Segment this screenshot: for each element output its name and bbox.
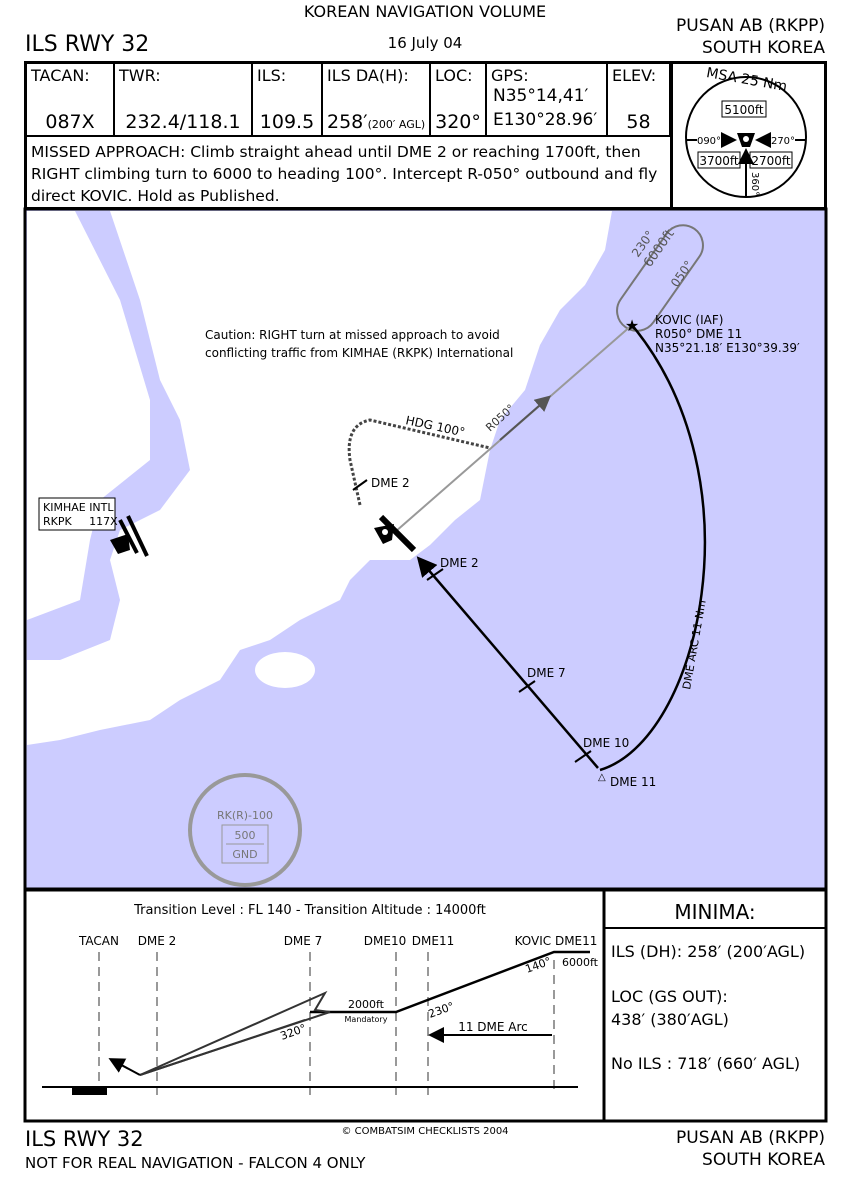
transition-text: Transition Level : FL 140 - Transition A… xyxy=(133,903,486,918)
fix-tacan: TACAN xyxy=(78,934,119,948)
plan-view-map: RK(R)-100 500 GND Caution: RIGHT turn at… xyxy=(23,207,828,891)
caution-line-2: conflicting traffic from KIMHAE (RKPK) I… xyxy=(205,346,513,360)
footer-country: SOUTH KOREA xyxy=(702,1150,825,1170)
restricted-top: 500 xyxy=(235,829,256,842)
label: TWR: xyxy=(119,66,161,85)
arc-label: 11 DME Arc xyxy=(458,1020,528,1034)
caution-line-1: Caution: RIGHT turn at missed approach t… xyxy=(205,328,500,342)
footer-procedure: ILS RWY 32 xyxy=(25,1127,144,1151)
info-panel: TACAN: 087X TWR: 232.4/118.1 ILS: 109.5 ILS… xyxy=(24,61,827,210)
island xyxy=(255,652,315,688)
footer-copyright: © COMBATSIM CHECKLISTS 2004 xyxy=(341,1126,509,1137)
minima-loc-value: 438′ (380′AGL) xyxy=(611,1010,729,1029)
msa-bearing-270: 270° xyxy=(771,136,795,147)
river xyxy=(27,211,190,660)
kovic-altitude: 6000ft xyxy=(562,956,599,969)
dme7-label: DME 7 xyxy=(527,666,566,680)
chart-date: 16 July 04 xyxy=(387,34,463,52)
volume-title: KOREAN NAVIGATION VOLUME xyxy=(303,2,547,21)
kovic-radial: R050° DME 11 xyxy=(655,327,742,341)
kovic-star-icon: ★ xyxy=(625,316,639,335)
kimhae-tacan: RKPK 117X xyxy=(43,515,118,528)
value: 109.5 xyxy=(259,111,315,133)
footer-airport: PUSAN AB (RKPP) xyxy=(676,1128,825,1148)
kovic-coords: N35°21.18′ E130°39.39′ xyxy=(655,341,800,355)
restricted-name: RK(R)-100 xyxy=(217,809,273,822)
msa-north: 5100ft xyxy=(724,103,764,117)
ils-da-cell: ILS DA(H): 258′(200′ AGL) xyxy=(323,64,431,135)
minima-ils: ILS (DH): 258′ (200′AGL) xyxy=(611,942,806,961)
kimhae-tacan-icon xyxy=(110,534,130,554)
dme2-missed-label: DME 2 xyxy=(371,476,410,490)
value: 232.4/118.1 xyxy=(125,111,241,133)
missed-approach-text: MISSED APPROACH: Climb straight ahead un… xyxy=(31,143,658,205)
land-area xyxy=(27,211,612,745)
svg-text:△: △ xyxy=(598,772,606,783)
dme11-label: DME 11 xyxy=(610,775,656,789)
country: SOUTH KOREA xyxy=(702,38,825,58)
value-sub: (200′ AGL) xyxy=(367,118,426,131)
loc-cell: LOC: 320° xyxy=(431,64,487,135)
fix-dme11: DME11 xyxy=(412,934,454,948)
msa-bearing-090: 090° xyxy=(697,136,721,147)
approach-profile xyxy=(310,950,590,1014)
final-approach-course xyxy=(416,556,599,769)
dme2-label: DME 2 xyxy=(440,556,479,570)
value2: E130°28.96′ xyxy=(493,110,598,130)
msa-bearing-360: 360° xyxy=(749,172,760,196)
restricted-area xyxy=(188,773,302,887)
runway-icon xyxy=(378,514,417,553)
missed-approach-arrow xyxy=(108,1058,141,1076)
value: N35°14,41′ xyxy=(493,86,589,106)
minima-title: MINIMA: xyxy=(674,900,756,924)
profile-view: Transition Level : FL 140 - Transition A… xyxy=(23,888,828,1123)
missed-approach-track xyxy=(347,418,491,506)
ils-cell: ILS: 109.5 xyxy=(253,64,323,135)
label: ELEV: xyxy=(612,66,657,85)
label: GPS: xyxy=(491,66,529,85)
gps-cell: GPS:N35°14,41′ E130°28.96′ xyxy=(487,64,608,135)
msa-title: MSA 25 Nm xyxy=(705,65,788,95)
value: 58 xyxy=(626,111,651,133)
kovic-name: KOVIC (IAF) xyxy=(655,313,723,327)
msa-diagram: MSA 25 Nm 5100ft 3700ft 2700ft 090° 270°… xyxy=(685,65,807,198)
msa-se: 2700ft xyxy=(751,154,791,168)
fix-dme2: DME 2 xyxy=(138,934,177,948)
runway-profile xyxy=(72,1087,107,1095)
altitude-2000: 2000ft xyxy=(348,998,385,1011)
label: TACAN: xyxy=(31,66,90,85)
tacan-cell: TACAN: 087X xyxy=(27,64,115,135)
kimhae-name: KIMHAE INTL xyxy=(43,501,114,514)
fix-kovic: KOVIC DME11 xyxy=(515,934,598,948)
dme10-label: DME 10 xyxy=(583,736,629,750)
footer-disclaimer: NOT FOR REAL NAVIGATION - FALCON 4 ONLY xyxy=(25,1154,366,1172)
fix-dme7: DME 7 xyxy=(284,934,323,948)
kimhae-runway-icon xyxy=(118,519,139,554)
value: 087X xyxy=(45,111,95,133)
tower-cell: TWR: 232.4/118.1 xyxy=(115,64,253,135)
label: ILS DA(H): xyxy=(327,66,409,85)
value: 258′ xyxy=(327,111,368,133)
fix-dme10: DME10 xyxy=(364,934,406,948)
minima-loc-title: LOC (GS OUT): xyxy=(611,987,728,1006)
label: ILS: xyxy=(257,66,287,85)
restricted-bottom: GND xyxy=(232,848,257,861)
procedure-title: ILS RWY 32 xyxy=(25,32,150,57)
dme-arc xyxy=(599,324,707,772)
label: LOC: xyxy=(435,66,473,85)
value: 320° xyxy=(435,111,481,133)
airport-name: PUSAN AB (RKPP) xyxy=(676,16,825,36)
msa-sw: 3700ft xyxy=(699,154,739,168)
holding-pattern xyxy=(616,224,704,332)
mandatory-label: Mandatory xyxy=(345,1015,388,1024)
minima-no-ils: No ILS : 718′ (660′ AGL) xyxy=(611,1054,801,1073)
